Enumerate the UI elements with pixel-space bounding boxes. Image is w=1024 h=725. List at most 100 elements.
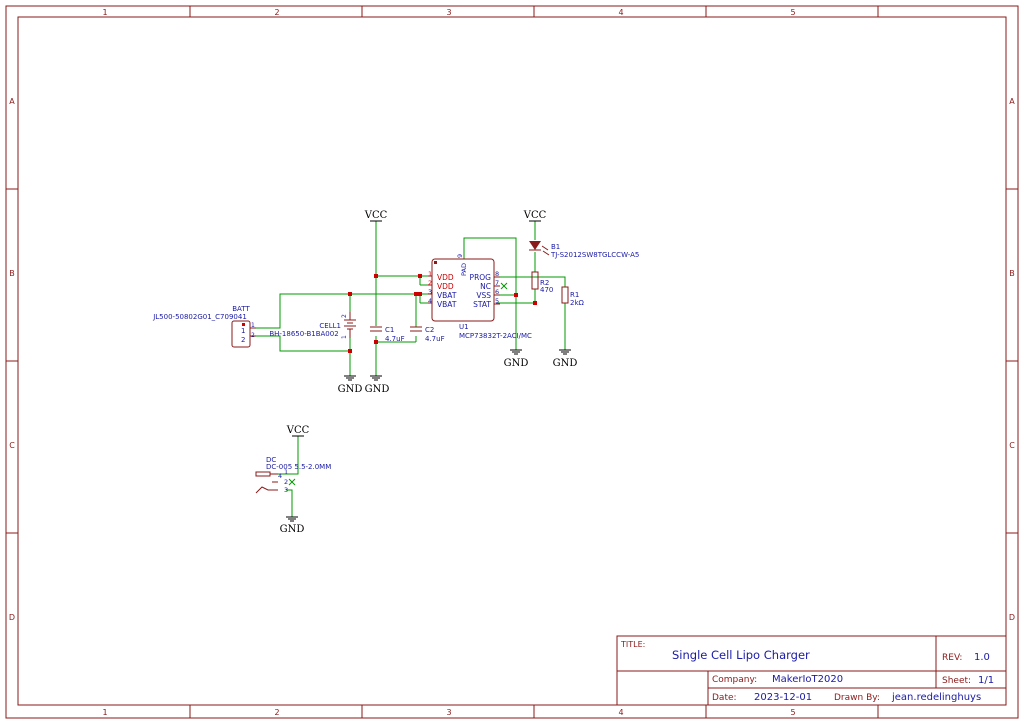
company-label: Company: [712, 675, 757, 685]
wires [256, 221, 566, 517]
company-value: MakerIoT2020 [772, 674, 843, 685]
col-label-bottom-3: 3 [446, 708, 451, 717]
r2-ref: R2 [540, 279, 549, 287]
r2-resistor [531, 271, 539, 290]
dc-jack [255, 471, 296, 494]
b1-ref: B1 [551, 243, 560, 251]
title-label: TITLE: [620, 640, 645, 649]
r2-value: 470 [540, 286, 553, 294]
col-label-bottom-5: 5 [790, 708, 795, 717]
gnd-labels: GND GND GND GND GND [280, 358, 578, 535]
u1-value: MCP73832T-2ACI/MC [459, 332, 532, 340]
row-label-right-a: A [1009, 97, 1015, 106]
col-label-bottom-2: 2 [274, 708, 279, 717]
batt-pin-2-num: 2 [251, 332, 255, 339]
u1-pin-name: NC [480, 282, 491, 291]
col-label-top-5: 5 [790, 8, 795, 17]
dc-pin-1: 1 [284, 468, 288, 476]
row-label-left-c: C [9, 441, 15, 450]
vcc-symbol-dc: VCC [286, 425, 310, 437]
gnd-symbols [286, 349, 571, 522]
u1-pin-name: VDD [437, 273, 454, 282]
frame-labels: 1 2 3 4 5 1 2 3 4 5 A B C D A B C D [9, 8, 1015, 717]
b1-led [529, 241, 550, 256]
batt-pin-1: 1 [241, 327, 245, 335]
vcc-symbol-c1: VCC [364, 210, 388, 222]
sheet-value: 1/1 [978, 675, 994, 686]
gnd-label: GND [504, 358, 529, 369]
rev-value: 1.0 [974, 652, 990, 663]
dc-ref: DC [266, 456, 276, 464]
vcc-label: VCC [523, 210, 547, 221]
cell1-value: BH-18650-B1BA002 [269, 330, 338, 338]
u1-pin-name: VBAT [437, 291, 457, 300]
u1-pad-label: PAD [460, 263, 468, 276]
col-label-top-2: 2 [274, 8, 279, 17]
col-label-top-3: 3 [446, 8, 451, 17]
c1-capacitor [370, 326, 382, 332]
c1-ref: C1 [385, 326, 394, 334]
u1-pin-num: 8 [495, 270, 499, 278]
u1-pin-name: STAT [473, 300, 491, 309]
c2-ref: C2 [425, 326, 434, 334]
r1-resistor [561, 286, 569, 304]
dc-pin-4: 4 [278, 472, 282, 480]
u1-pin-name: PROG [470, 273, 492, 282]
cell1-ref: CELL1 [319, 322, 341, 330]
u1-pin-name: VDD [437, 282, 454, 291]
u1-pin-num: 5 [495, 297, 499, 305]
col-label-top-1: 1 [102, 8, 107, 17]
r1-value: 2kΩ [570, 299, 585, 307]
u1-pin-num: 1 [428, 270, 432, 278]
u1-ic: VDD VDD VBAT VBAT 1 2 3 4 PROG NC VSS ST… [428, 254, 508, 322]
row-label-right-c: C [1009, 441, 1015, 450]
drawing-frame [5, 5, 1019, 719]
b1-value: TJ-S2012SW8TGLCCW-A5 [550, 251, 639, 259]
title-value: Single Cell Lipo Charger [672, 648, 810, 662]
c2-capacitor [410, 326, 422, 332]
row-label-left-a: A [9, 97, 15, 106]
row-label-right-b: B [1009, 269, 1015, 278]
batt-value: JL500-50802G01_C709041 [152, 313, 247, 321]
dc-value: DC-005 5.5-2.0MM [266, 463, 331, 471]
vcc-label: VCC [364, 210, 388, 221]
batt-connector: BATT JL500-50802G01_C709041 1 2 1 2 [152, 305, 256, 348]
dc-pin-2: 2 [284, 478, 288, 486]
drawn-value: jean.redelinghuys [891, 692, 981, 703]
date-label: Date: [712, 693, 737, 703]
col-label-top-4: 4 [618, 8, 623, 17]
row-label-right-d: D [1009, 613, 1015, 622]
dc-pin-3: 3 [284, 486, 288, 494]
batt-ref: BATT [232, 305, 250, 313]
rev-label: REV: [942, 653, 962, 663]
u1-pin-num: 6 [495, 288, 499, 296]
title-block [616, 635, 1007, 706]
junctions [348, 274, 537, 353]
col-label-bottom-4: 4 [618, 708, 623, 717]
gnd-label: GND [280, 524, 305, 535]
batt-pin-2: 2 [241, 336, 245, 344]
u1-pin-num: 3 [428, 288, 432, 296]
row-label-left-b: B [9, 269, 15, 278]
u1-pin-name: VSS [476, 291, 491, 300]
title-block-text: TITLE: Single Cell Lipo Charger REV: 1.0… [620, 640, 994, 703]
gnd-label: GND [365, 384, 390, 395]
sheet-label: Sheet: [942, 676, 971, 686]
col-label-bottom-1: 1 [102, 708, 107, 717]
u1-pin-num: 4 [428, 297, 432, 305]
gnd-label: GND [338, 384, 363, 395]
cell1-pin-1: 1 [341, 335, 348, 339]
cell1-pin-2: 2 [341, 314, 348, 318]
u1-ref: U1 [459, 323, 469, 331]
u1-pin-name: VBAT [437, 300, 457, 309]
u1-pin-num: 2 [428, 279, 432, 287]
row-label-left-d: D [9, 613, 15, 622]
c1-value: 4.7uF [385, 335, 405, 343]
u1-pad-num: 9 [456, 254, 464, 258]
vcc-label: VCC [286, 425, 310, 436]
c2-value: 4.7uF [425, 335, 445, 343]
date-value: 2023-12-01 [754, 692, 812, 703]
batt-pin-1-num: 1 [251, 322, 255, 329]
vcc-symbol-led: VCC [523, 210, 547, 222]
